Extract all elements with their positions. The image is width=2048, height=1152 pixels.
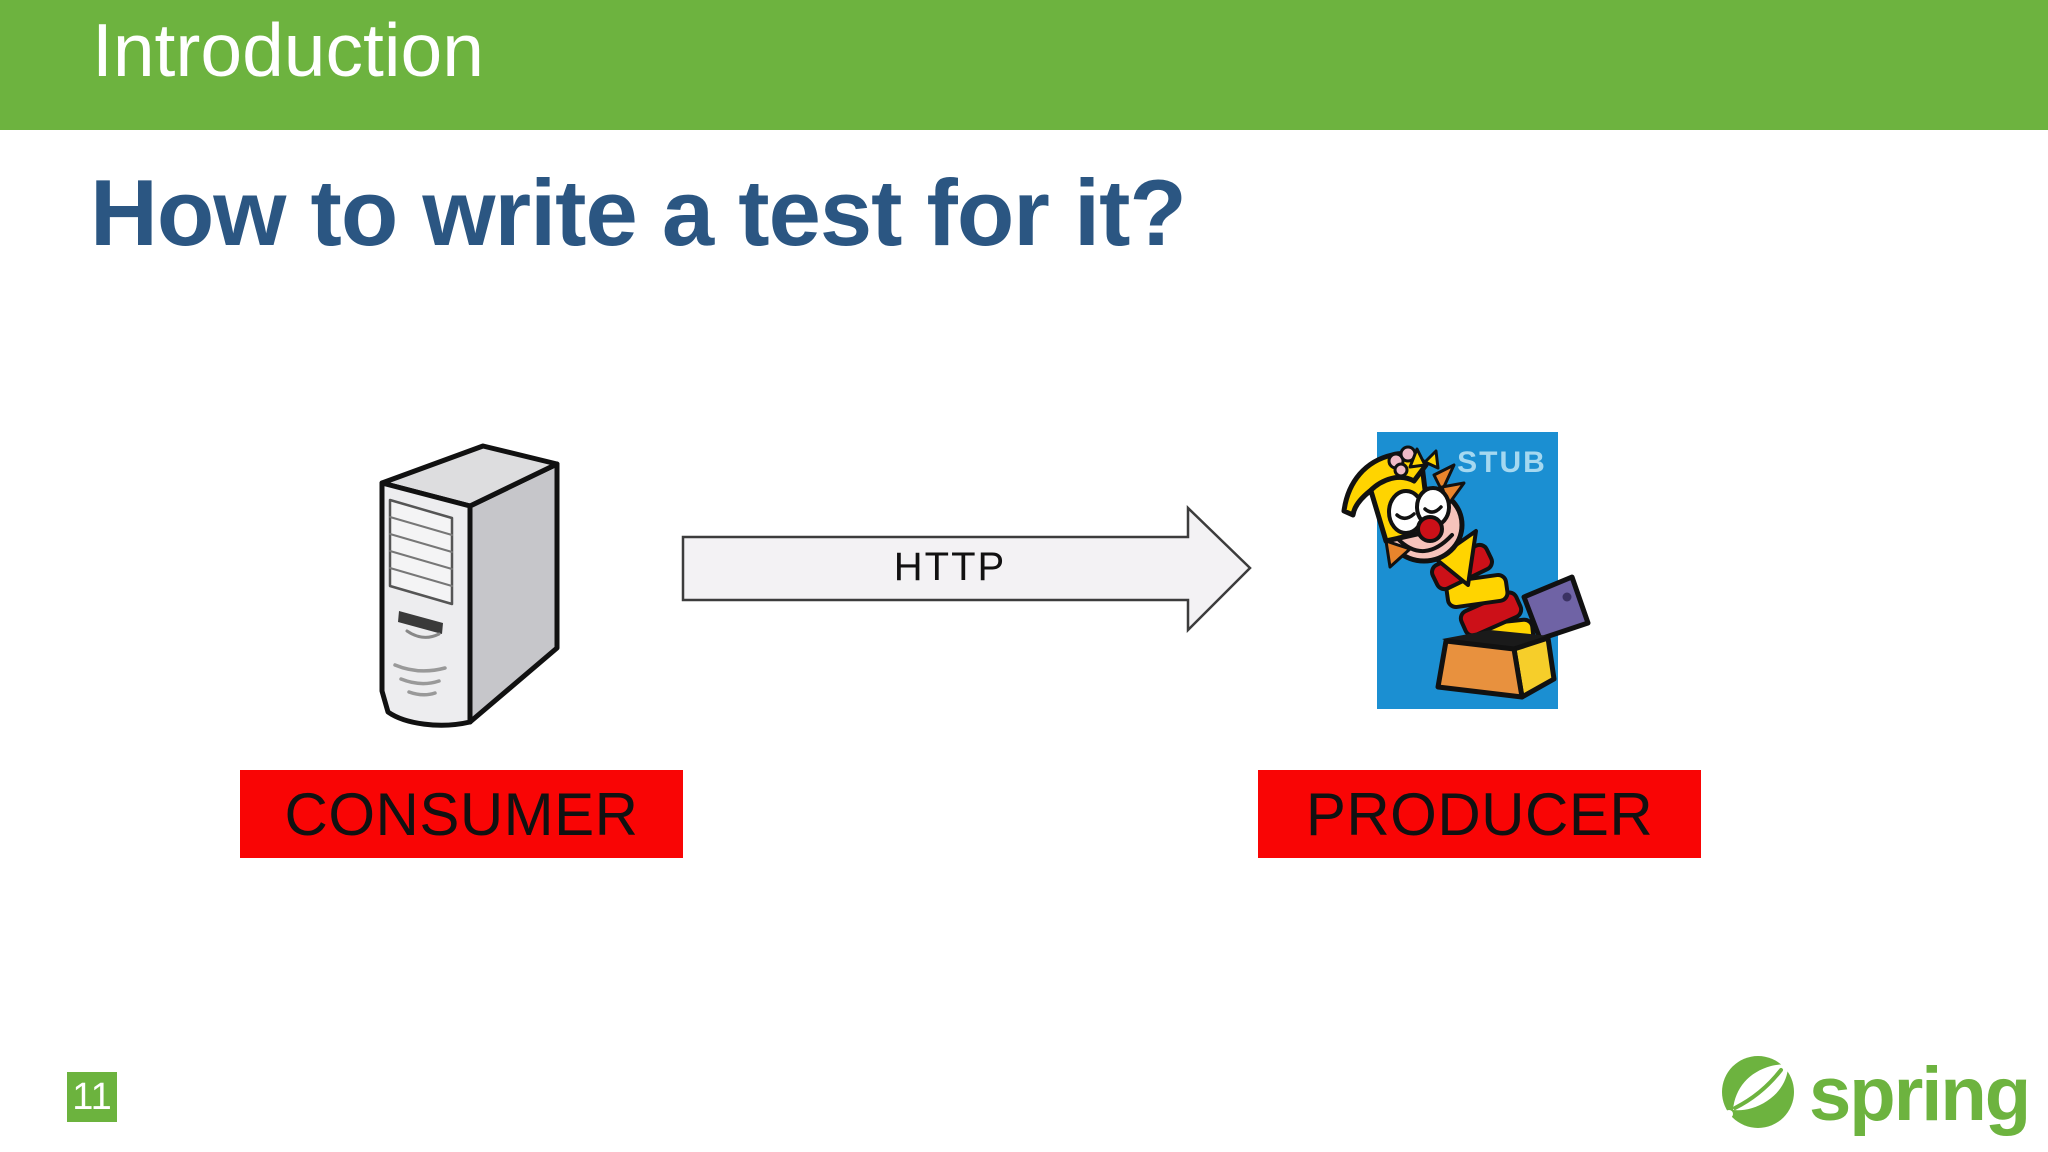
page-number-badge: 11	[67, 1072, 117, 1122]
section-header: Introduction	[92, 8, 484, 92]
slide-header-bar	[0, 0, 2048, 130]
page-title: How to write a test for it?	[90, 160, 1187, 265]
consumer-label: CONSUMER	[284, 780, 639, 848]
page-number: 11	[72, 1075, 112, 1118]
spring-logo: spring	[1722, 1052, 2031, 1137]
server-tower-icon	[379, 443, 560, 728]
consumer-label-box: CONSUMER	[240, 770, 683, 858]
producer-label: PRODUCER	[1305, 780, 1654, 848]
http-arrow-label: HTTP	[894, 545, 1006, 589]
spring-wordmark: spring	[1809, 1052, 2029, 1137]
spring-leaf-icon	[1722, 1056, 1794, 1128]
producer-label-box: PRODUCER	[1258, 770, 1701, 858]
http-arrow: HTTP	[681, 505, 1252, 634]
stub-label: STUB	[1457, 446, 1547, 479]
jack-in-the-box-stub-icon: STUB	[1341, 432, 1591, 709]
